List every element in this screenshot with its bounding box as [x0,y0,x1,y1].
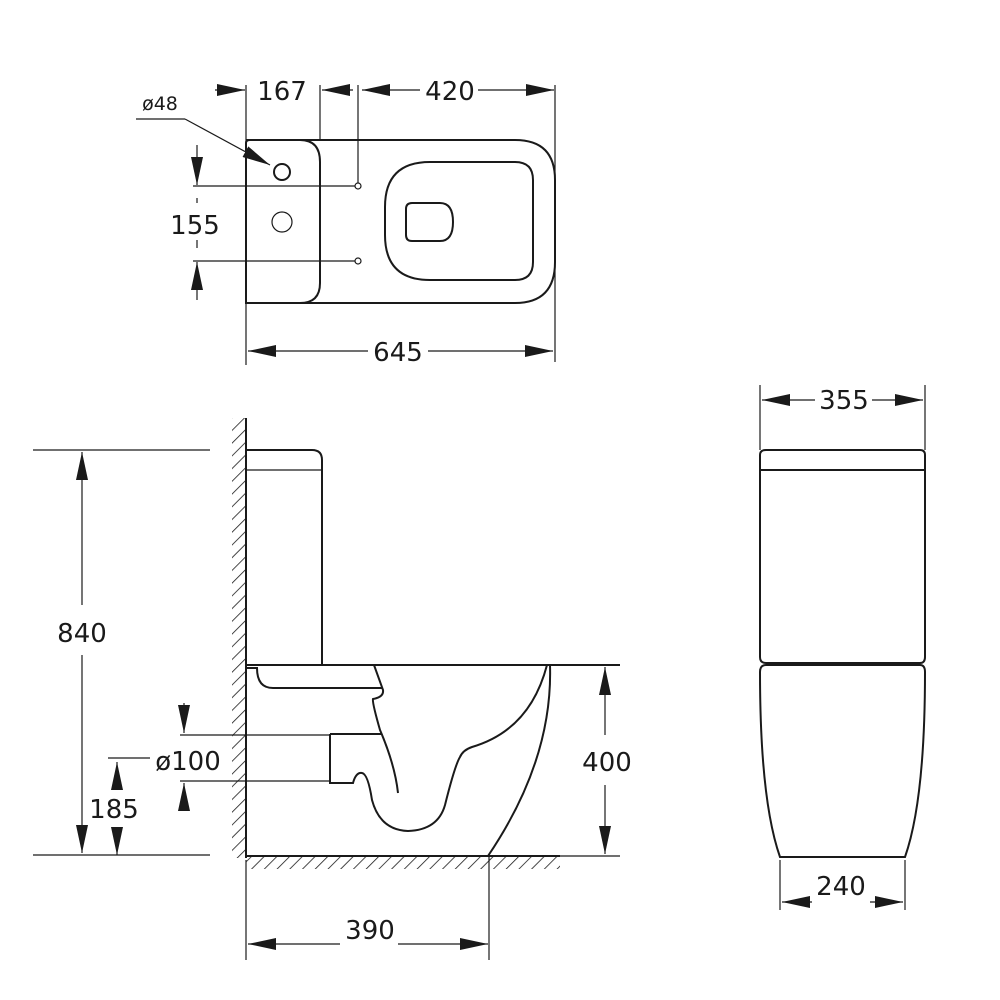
dim-bolt-front-label: 420 [425,77,475,107]
dim-tank-width-label: 355 [819,386,869,416]
dim-tank-label: 167 [257,77,307,107]
bolt-hole-top [354,182,362,190]
wall-hatch [232,418,246,858]
dim-outlet-diameter-label: ø100 [155,747,221,777]
front-bowl [758,664,927,858]
side-tank [245,449,323,665]
top-view: 167 420 645 155 ø48 [136,77,556,368]
dim-hole-label: ø48 [142,93,178,115]
front-tank [759,449,926,664]
dim-base-width-label: 240 [816,872,866,902]
bowl-front [487,664,552,857]
bolt-hole-bottom [354,257,362,265]
floor-hatch [246,857,560,869]
bowl-opening [405,202,455,242]
dim-outlet-height-label: 185 [89,795,139,825]
dim-height-label: 840 [57,619,107,649]
front-extension-lines [759,385,926,910]
hole-leader [184,118,271,166]
trap-inner [371,664,399,794]
trap-outer [329,664,548,833]
seat-outline [384,161,534,281]
flush-hole [271,211,293,233]
dim-wall-floor-label: 390 [345,916,395,946]
side-extension-lines [33,449,620,960]
dim-bowl-height-label: 400 [582,748,632,778]
top-tank-outline [246,139,321,304]
dim-bolt-spacing-label: 155 [170,211,220,241]
dim-length-label: 645 [373,338,423,368]
side-view: 840 400 390 ø100 185 [33,418,632,960]
inlet-hole [273,163,291,181]
front-view: 355 240 [758,385,927,910]
top-extension-lines [136,85,556,365]
tank-base-line [247,667,382,689]
